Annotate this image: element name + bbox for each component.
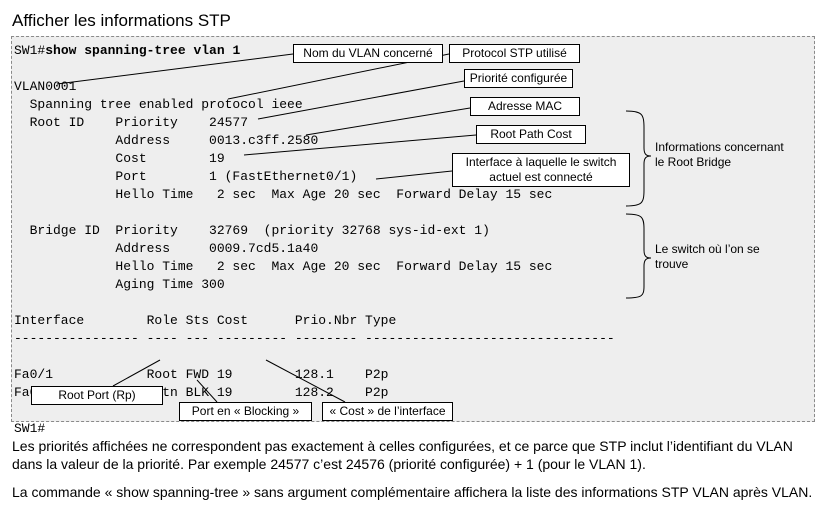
callout-interface-line2: actuel est connecté (489, 170, 593, 184)
terminal-line: Address 0009.7cd5.1a40 (14, 241, 319, 256)
terminal-line: Hello Time 2 sec Max Age 20 sec Forward … (14, 259, 553, 274)
terminal-line: Hello Time 2 sec Max Age 20 sec Forward … (14, 187, 553, 202)
callout-interface-cost: « Cost » de l’interface (322, 402, 453, 421)
terminal-line: VLAN0001 (14, 79, 77, 94)
terminal-line: Cost 19 (14, 151, 225, 166)
callout-connected-interface: Interface à laquelle le switch actuel es… (452, 153, 630, 187)
terminal-line: Root ID Priority 24577 (14, 115, 249, 130)
terminal-line: Aging Time 300 (14, 277, 225, 292)
terminal-line: Interface Role Sts Cost Prio.Nbr Type (14, 313, 397, 328)
note-root-bridge-line2: le Root Bridge (655, 155, 732, 169)
note-current-switch-line1: Le switch où l’on se (655, 242, 760, 256)
note-root-bridge: Informations concernant le Root Bridge (655, 140, 784, 170)
terminal-line: Spanning tree enabled protocol ieee (14, 97, 303, 112)
note-current-switch: Le switch où l’on se trouve (655, 242, 760, 272)
callout-interface-line1: Interface à laquelle le switch (465, 155, 617, 169)
page-title: Afficher les informations STP (12, 11, 231, 30)
callout-blocking-port: Port en « Blocking » (179, 402, 312, 421)
callout-root-port: Root Port (Rp) (31, 386, 163, 405)
terminal-line: Port 1 (FastEthernet0/1) (14, 169, 358, 184)
terminal-line: Bridge ID Priority 32769 (priority 32768… (14, 223, 490, 238)
command-text: show spanning-tree vlan 1 (45, 43, 241, 58)
note-root-bridge-line1: Informations concernant (655, 140, 784, 154)
terminal-line: Address 0013.c3ff.2580 (14, 133, 319, 148)
prompt: SW1# (14, 43, 46, 58)
explanation-paragraph: Les priorités affichées ne correspondent… (12, 438, 793, 472)
command-paragraph: La commande « show spanning-tree » sans … (12, 484, 813, 500)
terminal-line: Fa0/1 Root FWD 19 128.1 P2p (14, 367, 389, 382)
command-line: SW1#show spanning-tree vlan 1 (14, 42, 240, 60)
callout-vlan-name: Nom du VLAN concerné (293, 44, 443, 63)
terminal-line: ---------------- ---- --- --------- ----… (14, 331, 615, 346)
callout-mac-address: Adresse MAC (470, 97, 580, 116)
note-current-switch-line2: trouve (655, 257, 689, 271)
callout-stp-protocol: Protocol STP utilisé (449, 44, 580, 63)
callout-priority: Priorité configurée (464, 69, 573, 88)
callout-root-path-cost: Root Path Cost (476, 125, 586, 144)
terminal-line: SW1# (14, 421, 46, 436)
